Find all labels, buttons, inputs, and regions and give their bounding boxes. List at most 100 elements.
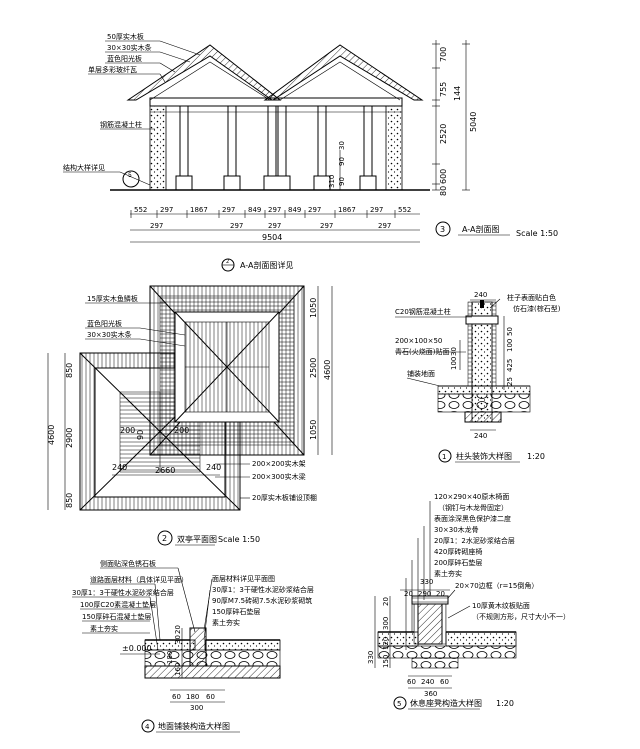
- column-right-dim-0: 50: [506, 327, 514, 336]
- column-label-0: 柱子表面贴白色: [507, 293, 556, 302]
- paving-bottom-dim-2: 60: [206, 693, 215, 701]
- paving-elevation: ±0.000: [122, 644, 152, 653]
- paving-right-label-3: 150厚碎石垫层: [212, 607, 260, 616]
- paving-title-circle: [141, 719, 155, 733]
- plan-left-dim-3: 850: [65, 493, 74, 508]
- section-dim-row2-value: 297: [230, 222, 243, 230]
- section-dim-row2-value: 297: [320, 222, 333, 230]
- section-ref-number: 5: [128, 172, 132, 179]
- plan-label-0: 15厚实木鱼鳞板: [87, 294, 138, 303]
- bench-label-2: 表面涂深黑色保护漆二度: [434, 514, 511, 523]
- plan-label-2: 30×30实木条: [87, 330, 132, 339]
- section-label-0: 50厚实木板: [107, 32, 144, 41]
- bench-left-dim-1: 300: [382, 617, 390, 630]
- section-label-2: 蓝色阳光板: [107, 54, 142, 63]
- column-right: [385, 105, 403, 191]
- section-dim-row1-value: 297: [370, 206, 383, 214]
- plan-left-dim-0: 850: [65, 363, 74, 378]
- bench-left-dim-2: 120: [382, 637, 390, 650]
- plan-inner-dim-4: 2660: [155, 466, 175, 475]
- plan-drawing: 15厚实木鱼鳞板 蓝色阳光板 30×30实木条 200×200实木架 200×3…: [47, 285, 333, 546]
- section-scale: Scale 1:50: [516, 229, 558, 238]
- column-title: 柱头装饰大样图: [456, 451, 512, 461]
- paving-label-3: 100厚C20素混凝土垫层: [80, 600, 156, 609]
- column-label-4: 青石(火烧面)贴面: [395, 347, 449, 356]
- paving-title: 地面铺装构造大样图: [158, 721, 230, 731]
- section-dim-row2-value: 297: [378, 222, 391, 230]
- plan-title-number: 2: [162, 534, 167, 543]
- bench-label-1: （钢钉与木龙骨固定）: [438, 503, 508, 512]
- section-label-3: 单层多彩玻纤瓦: [88, 65, 137, 74]
- section-dim-row1-value: 297: [160, 206, 173, 214]
- section-mid-dim-0: 90: [338, 157, 346, 166]
- paving-bottom-dim-3: 300: [190, 704, 203, 712]
- section-mid-dim-1: 30: [338, 141, 346, 150]
- plan-right-dim-0: 1050: [309, 298, 318, 318]
- bench-left-dim-3: 150: [382, 655, 390, 668]
- section-right-dim-1: 755: [439, 82, 448, 97]
- bench-label-5: 420厚砖砌座椅: [434, 547, 482, 556]
- column-label-2: C20钢筋混凝土柱: [395, 307, 451, 316]
- plan-label-3: 200×200实木架: [252, 459, 306, 468]
- paving-label-4: 150厚碎石混凝土垫层: [82, 612, 151, 621]
- plan-right-dim-2: 4600: [323, 360, 332, 380]
- section-total-dim: 9504: [262, 233, 282, 242]
- paving-right-label-0: 面层材料详见平面图: [212, 574, 275, 583]
- bench-title-number: 5: [397, 700, 401, 708]
- section-label-1: 30×30实木条: [107, 43, 152, 52]
- bench-left-dim-0: 20: [382, 597, 390, 606]
- bench-top-dim-2: 290: [418, 590, 431, 598]
- bench-top-dim-3: 20: [436, 590, 445, 598]
- section-label-4: 钢筋混凝土柱: [100, 120, 142, 129]
- right-roof: [263, 44, 424, 101]
- plan-title: 双亭平面图: [177, 534, 217, 544]
- section-right-dim-4: 5040: [469, 112, 478, 132]
- bench-top-dim-0: 330: [420, 578, 433, 586]
- bench-right-label-2: （不规则方形，尺寸大小不一）: [472, 612, 570, 621]
- section-dim-row2-value: 297: [268, 222, 281, 230]
- plan-title-circle: [157, 530, 173, 546]
- column-title-number: 1: [442, 453, 446, 461]
- plan-label-5: 20厚实木板铺设顶棚: [252, 493, 317, 502]
- column-left: [149, 105, 167, 191]
- section-right-dim-6: 80: [439, 186, 448, 196]
- bench-label-4: 20厚1：2水泥砂浆结合层: [434, 536, 515, 545]
- inner-columns: [175, 105, 377, 191]
- section-dim-row1-value: 297: [308, 206, 321, 214]
- bench-right-label-0: 20×70边框（r=15倒角）: [455, 581, 538, 590]
- column-top-dim: 240: [474, 291, 487, 299]
- detail-ref-number: 2: [226, 259, 229, 265]
- section-dim-row1-value: 552: [134, 206, 147, 214]
- section-dim-row1-value: 1867: [190, 206, 208, 214]
- paving-detail: 侧面贴深色锈石板 道路面层材料（具体详见平面） 30厚1：3干硬性水泥砂浆结合层…: [72, 559, 314, 733]
- column-left-dim-0: 30: [450, 347, 458, 356]
- paving-bottom-dim-0: 60: [172, 693, 181, 701]
- section-right-dim-5: 600: [439, 169, 448, 184]
- bench-label-7: 素土夯实: [434, 569, 462, 578]
- plan-label-4: 200×300实木梁: [252, 472, 306, 481]
- paving-side-dim-0: 30: [174, 635, 182, 644]
- bench-label-0: 120×290×40原木椅面: [434, 492, 509, 501]
- section-dim-row1-value: 849: [248, 206, 261, 214]
- section-ref-circle: [122, 170, 140, 188]
- paving-curb: [189, 627, 207, 667]
- bench-label-6: 200厚碎石垫层: [434, 558, 482, 567]
- paving-label-2: 30厚1：3干硬性水泥砂浆结合层: [72, 588, 174, 597]
- plan-inner-dim-2: 200: [174, 426, 189, 435]
- section-right-dim-0: 700: [439, 47, 448, 62]
- plan-scale: Scale 1:50: [218, 535, 260, 544]
- bench-body: [417, 603, 443, 645]
- column-label-5: 铺装地面: [407, 369, 435, 378]
- paving-title-number: 4: [145, 723, 150, 731]
- plan-left-dim-2: 4600: [47, 425, 56, 445]
- bench-right-label-1: 10厚黄木纹板贴面: [472, 601, 530, 610]
- plan-right-dim-1: 2500: [309, 358, 318, 378]
- paving-right-label-1: 30厚1：3干硬性水泥砂浆结合层: [212, 585, 314, 594]
- section-dim-row1-value: 849: [288, 206, 301, 214]
- plan-inner-dim-5: 240: [206, 463, 221, 472]
- detail-ref-label: A-A剖面图详见: [240, 260, 293, 270]
- bench-bottom-dim-2: 60: [440, 678, 449, 686]
- bench-bottom-dim-0: 60: [407, 678, 416, 686]
